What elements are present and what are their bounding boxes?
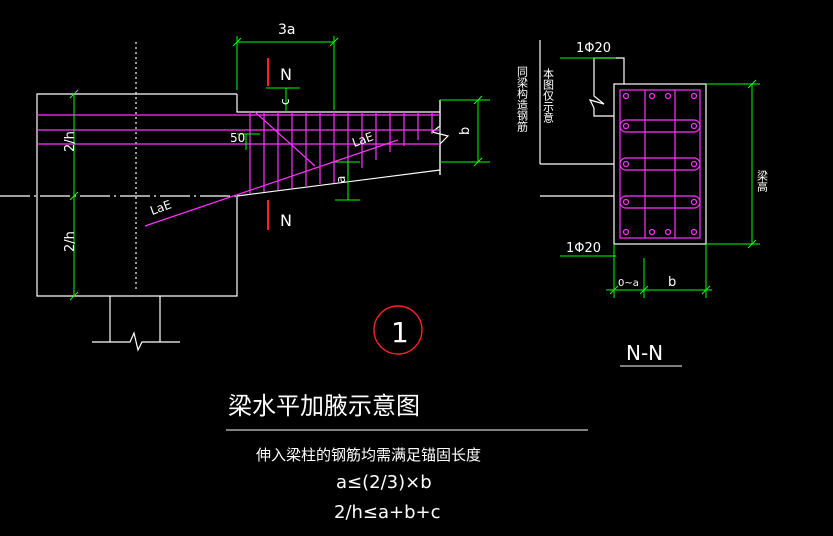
section-title: N-N bbox=[626, 341, 663, 365]
lae-left-label: LaE bbox=[148, 197, 173, 218]
note-vertical-line2: 本图仅示意 bbox=[542, 67, 555, 123]
dim-2h-lower-label: 2/h bbox=[63, 231, 78, 252]
dim-c-label: c bbox=[278, 98, 292, 105]
section-n-bottom-label: N bbox=[280, 211, 292, 230]
dim-2h-upper-label: 2/h bbox=[63, 131, 78, 152]
section-nn-dimensions bbox=[560, 57, 760, 298]
anchorage-note: 伸入梁柱的钢筋均需满足锚固长度 bbox=[256, 446, 481, 464]
beam-break-symbol bbox=[430, 100, 450, 175]
section-nn-rebars bbox=[619, 89, 701, 239]
dim-section-b-label: b bbox=[668, 275, 676, 290]
longitudinal-rebars bbox=[37, 111, 440, 227]
lae-right-label: LaE bbox=[350, 129, 375, 150]
dim-3a-label: 3a bbox=[278, 22, 296, 38]
section-n-top-label: N bbox=[280, 65, 292, 84]
formula-2: 2/h≤a+b+c bbox=[334, 502, 441, 523]
section-nn-outline bbox=[539, 40, 707, 245]
dim-50-label: 50 bbox=[230, 131, 245, 145]
diagonal-rebar bbox=[144, 139, 399, 227]
rebar-top-label: 1Φ20 bbox=[576, 41, 611, 56]
dim-a-label: a bbox=[334, 176, 348, 183]
dimension-lines bbox=[69, 36, 490, 301]
rebar-bottom-label: 1Φ20 bbox=[566, 241, 601, 256]
column-outline bbox=[0, 42, 441, 352]
drawing-title: 梁水平加腋示意图 bbox=[228, 392, 420, 420]
dim-section-a-label: 0~a bbox=[618, 278, 639, 289]
detail-number: 1 bbox=[391, 316, 409, 349]
dim-b-label: b bbox=[458, 127, 473, 135]
dim-beam-height-label: 梁高 bbox=[756, 169, 769, 193]
note-vertical-line1: 同梁构造钢筋 bbox=[516, 66, 529, 133]
formula-1: a≤(2/3)×b bbox=[336, 472, 432, 493]
detail-number-circle bbox=[373, 305, 423, 355]
